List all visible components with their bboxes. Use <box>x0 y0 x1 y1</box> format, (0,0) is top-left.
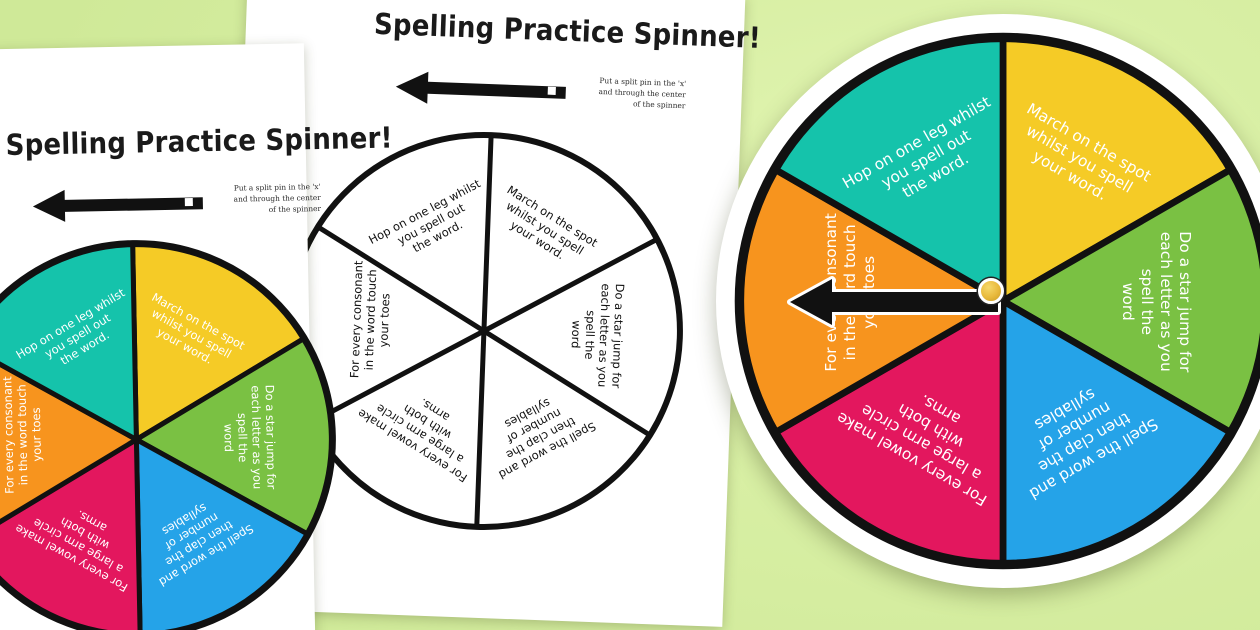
spinner-arrow-icon[interactable] <box>784 273 1006 331</box>
spinner-segment-consonant[interactable] <box>0 341 142 545</box>
page-title: Spelling Practice Spinner! <box>373 7 762 56</box>
spinner-segment-text: For every vowel make a large arm circle … <box>355 395 470 486</box>
spinner-segment-text: For every vowel make a large arm circle … <box>833 391 991 510</box>
spinner-arrow-icon <box>395 71 566 104</box>
spinner-segment-text: Hop on one leg whilst you spell out the … <box>13 285 128 368</box>
spinner-segment-text: Spell the word and then clap the number … <box>496 395 598 482</box>
split-pin-instruction: Put a split pin in the 'x' and through t… <box>233 181 322 215</box>
wheel-outline <box>734 32 1260 570</box>
spinner-segment-text: Do a star jump for each letter as you sp… <box>569 283 628 389</box>
spinner-segment-text: Spell the word and then clap the number … <box>156 500 256 590</box>
worksheet-sheet-blackwhite[interactable]: Spelling Practice Spinner! Put a split p… <box>224 0 761 627</box>
spinner-wheel-colour[interactable] <box>0 233 343 630</box>
spinner-segment-text: March on the spot whilst you spell your … <box>1023 100 1155 205</box>
worksheet-sheet-colour[interactable]: Spelling Practice Spinner! Put a split p… <box>0 43 393 630</box>
spinner-wheel-large-assembly[interactable]: March on the spot whilst you spell your … <box>716 14 1260 588</box>
spinner-wheel-large[interactable] <box>730 28 1260 574</box>
spinner-segment-text: Do a star jump for each letter as you sp… <box>221 384 280 490</box>
spinner-wheel-blackwhite[interactable] <box>274 121 695 542</box>
spinner-segment-text: March on the spot whilst you spell your … <box>148 289 247 367</box>
split-pin-instruction: Put a split pin in the 'x' and through t… <box>598 76 687 111</box>
wheel-outline <box>0 240 336 630</box>
spinner-arrow-icon <box>32 189 203 222</box>
spinner-segment-text: March on the spot whilst you spell your … <box>503 182 600 263</box>
spinner-wheel-colour-labels: March on the spot whilst you spell your … <box>0 233 343 630</box>
spinner-segment-text: Hop on one leg whilst you spell out the … <box>839 93 995 202</box>
spinner-segment-text: Spell the word and then clap the number … <box>1026 385 1162 504</box>
spinner-segment-text: For every consonant in the word touch yo… <box>347 260 393 379</box>
spinner-segment-text: For every vowel make a large arm circle … <box>12 507 131 595</box>
spinner-segment-text: Hop on one leg whilst you spell out the … <box>366 176 483 256</box>
spinner-segment-text: Do a star jump for each letter as you sp… <box>1118 231 1194 373</box>
split-pin[interactable] <box>978 278 1004 304</box>
spinner-segment-text: For every consonant in the word touch yo… <box>0 376 45 495</box>
